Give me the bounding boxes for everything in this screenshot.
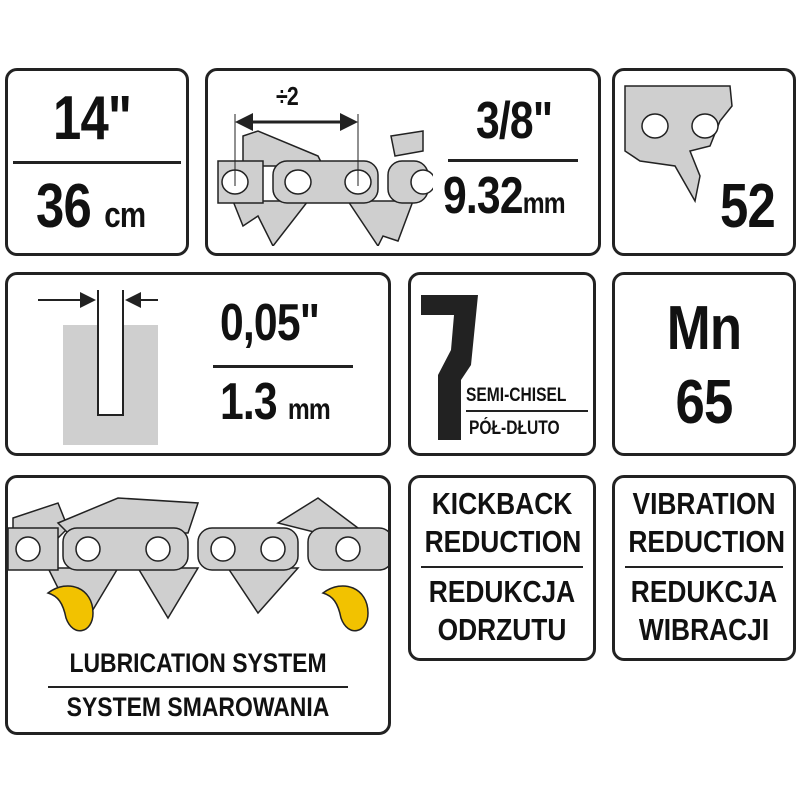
material-grade: 65: [675, 368, 734, 437]
cutter-type-panel: SEMI-CHISEL PÓŁ-DŁUTO: [408, 272, 596, 456]
oil-drop-icon: [321, 585, 369, 632]
bar-length-inches: 14": [53, 84, 132, 153]
vibration-pl-1: REDUKCJA: [630, 574, 778, 609]
drive-links-panel: 52: [612, 68, 796, 256]
kickback-pl-2: ODRZUTU: [437, 612, 567, 647]
chain-pitch-icon: [217, 113, 433, 246]
vibration-en-2: REDUCTION: [628, 524, 785, 559]
drive-link-count: 52: [720, 172, 776, 241]
kickback-panel: KICKBACK REDUCTION REDUKCJA ODRZUTU: [408, 475, 596, 661]
semi-chisel-icon: [421, 295, 478, 440]
pitch-divider-label: ÷2: [276, 81, 299, 111]
lubricated-chain-icon: [8, 497, 388, 632]
mm-value: 9.32: [443, 167, 524, 225]
gauge-inches: 0,05": [220, 294, 320, 352]
mm-unit: mm: [522, 187, 566, 220]
material-panel: Mn 65: [612, 272, 796, 456]
pitch-panel: ÷2 3/8" 9.32mm: [205, 68, 601, 256]
cm-unit: cm: [104, 194, 146, 235]
lubrication-panel: LUBRICATION SYSTEM SYSTEM SMAROWANIA: [5, 475, 391, 735]
pitch-inches: 3/8": [476, 92, 553, 150]
vibration-pl-2: WIBRACJI: [638, 612, 770, 647]
gauge-groove-icon: [38, 290, 158, 445]
mm-value: 1.3: [220, 373, 278, 431]
cm-value: 36: [36, 172, 92, 241]
divider: [48, 686, 348, 688]
bar-length-cm: 36 cm: [36, 171, 146, 242]
lubrication-pl: SYSTEM SMAROWANIA: [66, 692, 330, 722]
kickback-pl-1: REDUKCJA: [428, 574, 576, 609]
kickback-en-2: REDUCTION: [424, 524, 582, 559]
divider: [466, 410, 588, 412]
mm-unit: mm: [287, 393, 331, 426]
vibration-panel: VIBRATION REDUCTION REDUKCJA WIBRACJI: [612, 475, 796, 661]
cutter-type-pl: PÓŁ-DŁUTO: [469, 418, 560, 439]
divider: [421, 566, 583, 568]
pitch-mm: 9.32mm: [443, 166, 566, 226]
cutter-type-en: SEMI-CHISEL: [466, 385, 567, 406]
bar-length-panel: 14" 36 cm: [5, 68, 189, 256]
kickback-en-1: KICKBACK: [431, 486, 573, 521]
divider: [625, 566, 783, 568]
oil-drop-icon: [46, 585, 94, 632]
gauge-mm: 1.3 mm: [220, 372, 331, 432]
divider: [448, 159, 578, 162]
material-element: Mn: [666, 294, 742, 363]
drive-link-icon: [624, 85, 733, 204]
lubrication-en: LUBRICATION SYSTEM: [69, 648, 327, 678]
vibration-en-1: VIBRATION: [632, 486, 776, 521]
divider: [213, 365, 353, 368]
gauge-panel: 0,05" 1.3 mm: [5, 272, 391, 456]
divider: [13, 161, 181, 164]
